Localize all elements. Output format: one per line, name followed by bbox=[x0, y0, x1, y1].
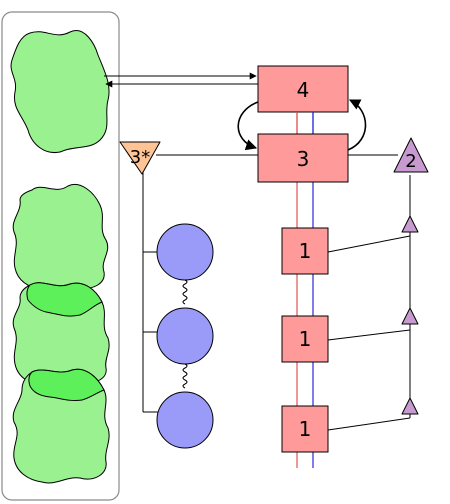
box-top-label: 4 bbox=[297, 78, 310, 102]
circle-1 bbox=[156, 223, 214, 281]
box-low-1-label: 1 bbox=[299, 239, 312, 263]
blob-overlap-1 bbox=[26, 282, 103, 317]
curve-arrow-left bbox=[237, 101, 259, 151]
circle-2 bbox=[156, 307, 214, 365]
box-top bbox=[257, 65, 349, 113]
spring-coil-1 bbox=[182, 279, 188, 305]
link-tri-1 bbox=[327, 235, 411, 253]
box-low-2 bbox=[281, 315, 329, 363]
blob-middle bbox=[12, 184, 109, 292]
spring-coil-2 bbox=[182, 363, 188, 389]
small-triangle-2 bbox=[401, 307, 419, 325]
box-low-1 bbox=[281, 227, 329, 275]
triangle-3star bbox=[119, 141, 161, 175]
left-panel bbox=[1, 11, 120, 501]
box-low-3-label: 1 bbox=[299, 417, 312, 441]
box-mid-label: 3 bbox=[297, 147, 310, 171]
curve-arrow-right bbox=[347, 99, 367, 151]
triangle-3star-label: 3* bbox=[130, 147, 150, 168]
blob-overlap-2 bbox=[28, 368, 105, 402]
box-mid bbox=[257, 133, 349, 183]
box-low-3 bbox=[281, 405, 329, 453]
link-tri-2 bbox=[327, 329, 411, 341]
triangle-2-label: 2 bbox=[405, 151, 416, 172]
triangle-2 bbox=[393, 137, 429, 173]
small-triangle-3 bbox=[401, 397, 419, 415]
link-tri-3 bbox=[327, 417, 411, 431]
small-triangle-1 bbox=[401, 215, 419, 233]
box-low-2-label: 1 bbox=[299, 327, 312, 351]
blob-top bbox=[10, 30, 110, 154]
circle-3 bbox=[156, 391, 214, 449]
